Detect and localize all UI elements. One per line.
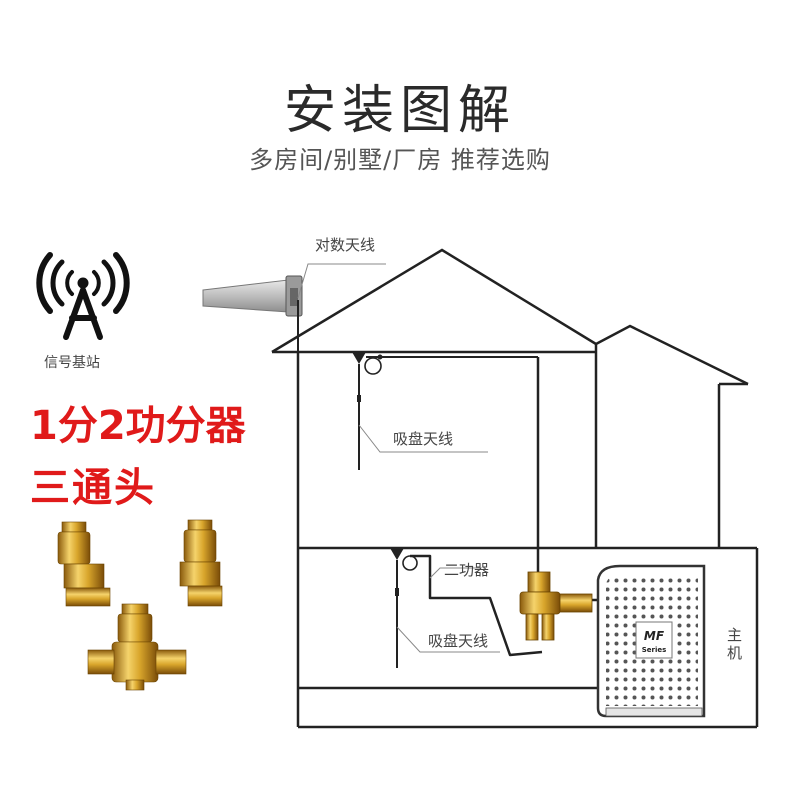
upper-sucker-antenna bbox=[352, 352, 538, 470]
house-outline bbox=[271, 248, 759, 729]
repeater-host-device: MF Series bbox=[596, 564, 706, 718]
splitter-label: 二功器 bbox=[444, 561, 489, 579]
lower-sucker-antenna-label: 吸盘天线 bbox=[428, 632, 488, 650]
page-subtitle: 多房间/别墅/厂房 推荐选购 bbox=[249, 146, 551, 174]
device-series: Series bbox=[642, 646, 667, 654]
base-station-icon bbox=[36, 252, 130, 340]
promo-line-tee: 三通头 bbox=[30, 465, 156, 511]
lower-antenna-leader bbox=[396, 626, 500, 653]
log-antenna-leader bbox=[297, 263, 386, 299]
sma-right-angle-connector-right bbox=[179, 519, 223, 607]
base-station-label: 信号基站 bbox=[44, 355, 100, 371]
page-title: 安装图解 bbox=[283, 81, 516, 141]
log-periodic-antenna bbox=[202, 275, 303, 352]
sma-tee-connector bbox=[87, 603, 187, 691]
splitter-tee-connector bbox=[519, 571, 593, 641]
host-label-char2: 机 bbox=[727, 644, 742, 662]
lower-sucker-antenna bbox=[390, 548, 418, 668]
promo-line-splitter: 1分2功分器 bbox=[30, 403, 246, 449]
upper-antenna-leader bbox=[358, 424, 488, 453]
sma-right-angle-connector-left bbox=[57, 521, 111, 607]
upper-sucker-antenna-label: 吸盘天线 bbox=[393, 430, 453, 448]
log-antenna-label: 对数天线 bbox=[315, 236, 375, 254]
host-label-char1: 主 bbox=[727, 626, 742, 644]
splitter-leader bbox=[429, 567, 480, 579]
device-brand: MF bbox=[644, 629, 665, 643]
